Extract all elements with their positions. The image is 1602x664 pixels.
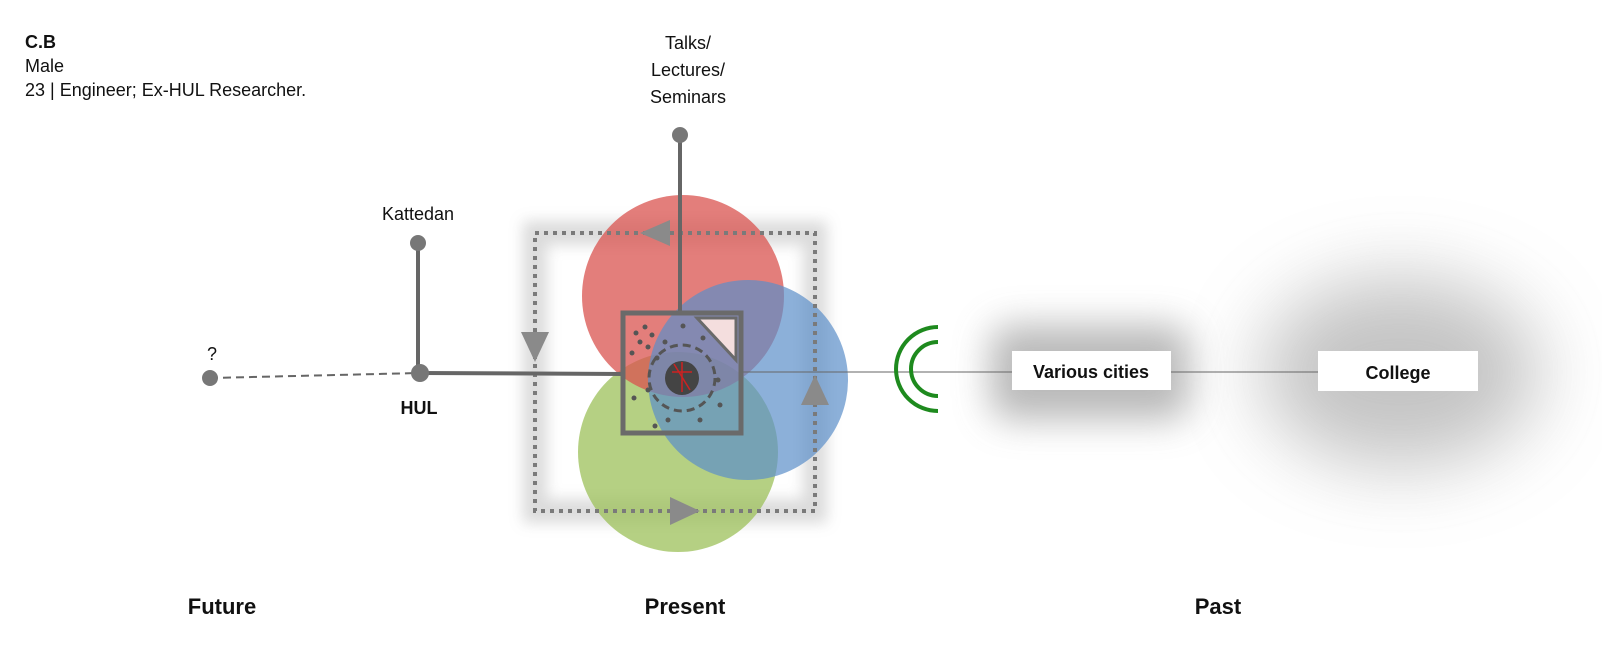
talks-label-line3: Seminars	[650, 87, 726, 107]
profile-gender: Male	[25, 56, 65, 76]
blue-circle	[648, 280, 848, 480]
center-dots	[629, 323, 723, 429]
present-label: Present	[645, 594, 726, 619]
talks-label-line2: Lectures/	[651, 60, 725, 80]
hul-present-line	[419, 371, 626, 376]
center-square	[620, 310, 744, 436]
profile-details: 23 | Engineer; Ex-HUL Researcher.	[25, 80, 307, 100]
unknown-node	[202, 370, 218, 386]
center-corner-triangle	[693, 316, 738, 364]
college-label: College	[1365, 363, 1430, 383]
hul-label: HUL	[401, 398, 438, 418]
talks-label-line1: Talks/	[665, 33, 711, 53]
various-cities-box	[1012, 351, 1171, 390]
unknown-label: ?	[207, 344, 217, 364]
loop-arrow-up-icon	[801, 375, 829, 405]
signal-arcs-icon	[894, 325, 939, 413]
hul-node	[411, 364, 429, 382]
talks-node	[672, 127, 688, 143]
various-cities-label: Various cities	[1033, 362, 1149, 382]
past-label: Past	[1195, 594, 1242, 619]
college-box	[1318, 351, 1478, 391]
center-accent-icon	[672, 362, 692, 392]
center-dashed-ring	[647, 343, 717, 413]
kattedan-label: Kattedan	[382, 204, 454, 224]
future-label: Future	[188, 594, 256, 619]
profile-initials: C.B	[25, 32, 56, 52]
future-dashed-line	[209, 372, 421, 379]
loop-arrow-right-icon	[670, 497, 700, 525]
kattedan-node	[410, 235, 426, 251]
profile-block: C.B Male 23 | Engineer; Ex-HUL Researche…	[25, 30, 306, 102]
loop-arrow-left-icon	[640, 220, 670, 246]
loop-arrow-down-icon	[521, 332, 549, 362]
